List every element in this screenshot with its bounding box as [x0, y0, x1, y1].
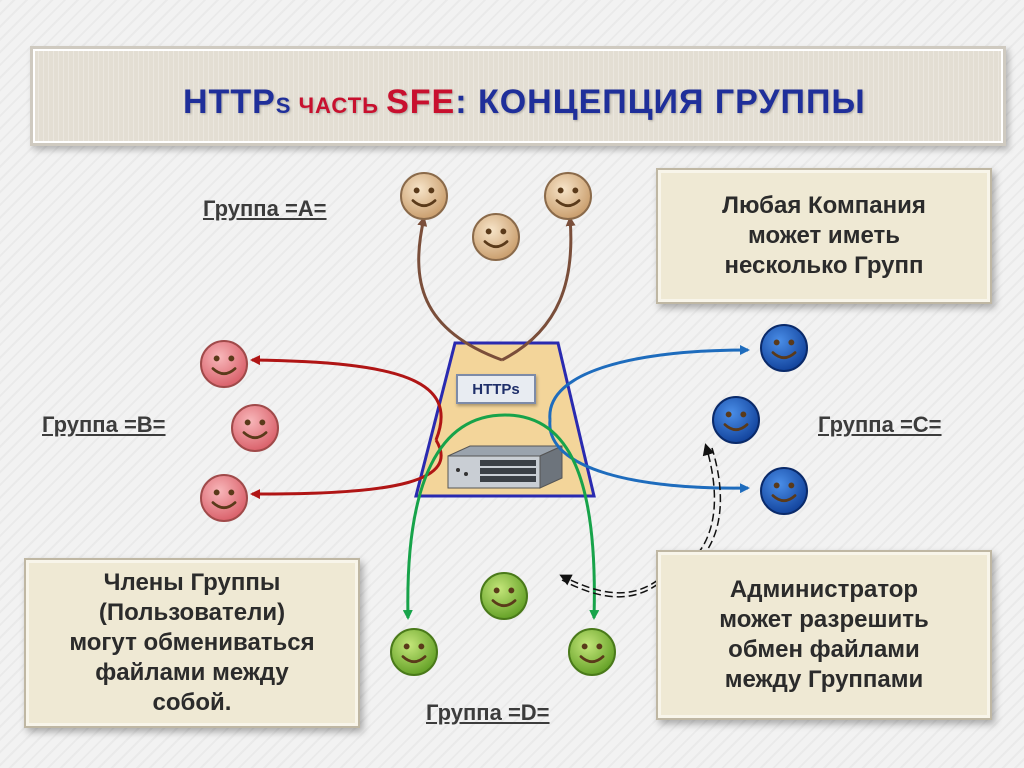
- title-sfe: SFE: [386, 83, 456, 121]
- group-c-label: Группа =C=: [818, 412, 942, 437]
- smiley-face-icon: [200, 474, 248, 522]
- smiley-face-icon: [568, 628, 616, 676]
- smiley-face-icon: [472, 213, 520, 261]
- group-d-label: Группа =D=: [426, 700, 550, 725]
- title-part: ЧАСТЬ: [291, 93, 387, 118]
- arrow-group-a-right: [501, 216, 576, 362]
- smiley-face-icon: [231, 404, 279, 452]
- arrow-group-d-left: [402, 413, 506, 620]
- smiley-face-icon: [760, 467, 808, 515]
- smiley-face-icon: [200, 340, 248, 388]
- https-server-label: HTTPs: [456, 374, 536, 404]
- page-title: HTTPS ЧАСТЬ SFE: КОНЦЕПЦИЯ ГРУППЫ: [183, 83, 866, 122]
- smiley-face-icon: [480, 572, 528, 620]
- group-b-label: Группа =B=: [42, 412, 166, 437]
- smiley-face-icon: [544, 172, 592, 220]
- arrow-admin-to-server-line2: [561, 579, 659, 598]
- arrow-group-d-right: [504, 413, 600, 620]
- arrow-group-b-top: [250, 355, 443, 441]
- smiley-face-icon: [400, 172, 448, 220]
- smiley-face-icon: [712, 396, 760, 444]
- note-administrator: Администратор может разрешить обмен файл…: [656, 550, 992, 720]
- note-group-members: Члены Группы (Пользователи) могут обмени…: [24, 558, 360, 728]
- arrow-admin-to-server: [559, 574, 659, 594]
- group-a-label: Группа =A=: [203, 196, 327, 221]
- arrow-group-c-top: [548, 345, 750, 421]
- server-rack-icon: [447, 445, 563, 489]
- title-http: HTTP: [183, 83, 276, 121]
- note-company-groups: Любая Компания может иметь несколько Гру…: [656, 168, 992, 304]
- smiley-face-icon: [760, 324, 808, 372]
- arrow-admin-to-group-c: [657, 443, 716, 581]
- title-concept: : КОНЦЕПЦИЯ ГРУППЫ: [455, 83, 866, 121]
- arrow-group-c-bottom: [548, 419, 750, 494]
- arrow-group-b-bottom: [250, 439, 443, 500]
- title-s: S: [275, 93, 292, 118]
- arrow-group-a-left: [417, 216, 503, 362]
- smiley-face-icon: [390, 628, 438, 676]
- title-banner: HTTPS ЧАСТЬ SFE: КОНЦЕПЦИЯ ГРУППЫ: [30, 46, 1006, 146]
